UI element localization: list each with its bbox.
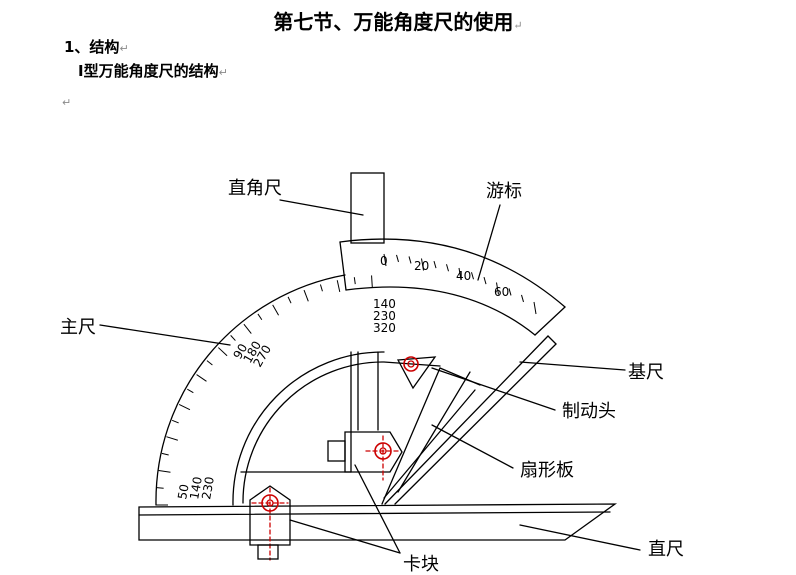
square-ruler: [350, 172, 385, 244]
straight-ruler: [138, 503, 618, 541]
main-scale-tick: [287, 296, 292, 304]
vernier-tick: [433, 260, 437, 269]
label-square: 直角尺: [228, 178, 282, 199]
leader-brake-head: [431, 367, 556, 411]
main-scale-tick: [196, 374, 207, 382]
straight-ruler-line: [138, 511, 611, 516]
subsection-heading: Ⅰ型万能角度尺的结构↵: [78, 62, 228, 80]
vernier-tick-60: 60: [494, 285, 509, 299]
main-scale-tick: [230, 335, 236, 341]
vernier-tick: [471, 272, 474, 280]
main-scale-tick: [272, 304, 280, 316]
empty-paragraph-mark: ↵: [62, 96, 72, 109]
vernier-tick: [421, 258, 424, 271]
label-base-ruler: 基尺: [628, 362, 664, 383]
vernier-side: [339, 241, 347, 291]
main-scale-tick: [243, 323, 252, 334]
vernier-tick-20: 20: [414, 259, 429, 273]
clamp-knob-mid: [327, 440, 346, 462]
arc-mid-label-1: 90: [230, 341, 250, 361]
main-scale-inner-arc-2: [242, 361, 441, 504]
clamp-knob-bottom: [257, 544, 279, 560]
main-scale-tick: [257, 313, 263, 321]
brake-head-screw-center: [407, 360, 415, 368]
paragraph-mark: ↵: [119, 42, 129, 55]
vernier-tick: [508, 288, 512, 296]
leader-clamp-block: [354, 464, 401, 554]
vernier-tick: [396, 254, 399, 263]
main-scale-tick: [353, 277, 356, 285]
vernier-scale-ticks: [383, 253, 537, 315]
arc-top-label-3: 320: [373, 321, 396, 335]
brake-head: [396, 356, 437, 390]
section-heading: 1、结构↵: [64, 38, 129, 56]
main-scale-ticks: [156, 275, 373, 506]
main-scale-tick: [336, 280, 341, 293]
vernier-inner-arc: [345, 286, 536, 336]
paragraph-mark: ↵: [513, 19, 523, 32]
arc-top-label-2: 230: [373, 309, 396, 323]
main-scale-tick: [187, 388, 194, 394]
arc-top-label-1: 140: [373, 297, 396, 311]
vernier-tick-0: 0: [380, 254, 388, 268]
main-scale-tick: [206, 360, 213, 366]
vernier-tick-40: 40: [456, 269, 471, 283]
label-sector-plate: 扇形板: [520, 460, 574, 481]
leader-vernier: [477, 204, 501, 281]
sector-plate: [383, 389, 476, 499]
main-scale-tick: [178, 404, 191, 411]
main-scale-tick: [161, 452, 169, 456]
label-brake-head: 制动头: [562, 401, 616, 422]
main-scale-tick: [319, 284, 323, 292]
arc-low-label-2: 140: [187, 476, 205, 501]
vernier-tick: [446, 264, 449, 272]
vernier-tick: [496, 282, 499, 295]
main-scale-tick: [158, 469, 171, 473]
vernier-tick: [458, 267, 462, 281]
base-ruler: [384, 335, 549, 505]
arc-low-label-1: 50: [175, 483, 191, 500]
sector-plate: [381, 367, 441, 505]
label-main-scale: 主尺: [60, 317, 96, 338]
leader-clamp-block: [289, 519, 401, 554]
vernier-tick: [483, 276, 487, 285]
clamp-block-bottom: [249, 485, 291, 546]
main-scale-tick: [171, 419, 179, 424]
main-scale-tick: [371, 275, 373, 288]
vernier-outer-arc: [339, 238, 566, 308]
vernier-tick: [533, 301, 537, 315]
base-ruler-end: [547, 335, 557, 345]
vernier-tick: [383, 253, 387, 267]
label-vernier: 游标: [486, 181, 522, 202]
clamp-block-mid: [344, 431, 403, 473]
leader-base-ruler: [519, 361, 626, 371]
main-scale-inner-arc: [232, 351, 385, 506]
leader-main-scale: [99, 324, 231, 346]
main-scale-arc: [155, 274, 346, 506]
vernier-tick: [408, 256, 412, 264]
main-scale-tick: [303, 289, 309, 302]
main-scale-tick: [166, 436, 178, 441]
leader-square: [279, 199, 364, 216]
arc-low-label-3: 230: [199, 476, 217, 501]
leader-straight-ruler: [519, 524, 641, 551]
vernier-side: [534, 306, 566, 336]
vernier-tick: [521, 294, 524, 303]
base-ruler: [394, 343, 557, 505]
brake-head-screw: [403, 356, 419, 372]
leader-sector-plate: [431, 424, 514, 469]
label-straight-ruler: 直尺: [648, 539, 684, 560]
paragraph-mark: ↵: [218, 66, 228, 79]
sector-plate: [397, 371, 471, 493]
page-title: 第七节、万能角度尺的使用↵: [273, 10, 523, 34]
label-clamp-block: 卡块: [403, 554, 439, 575]
main-scale-tick: [156, 487, 164, 489]
main-scale-tick: [217, 347, 228, 357]
